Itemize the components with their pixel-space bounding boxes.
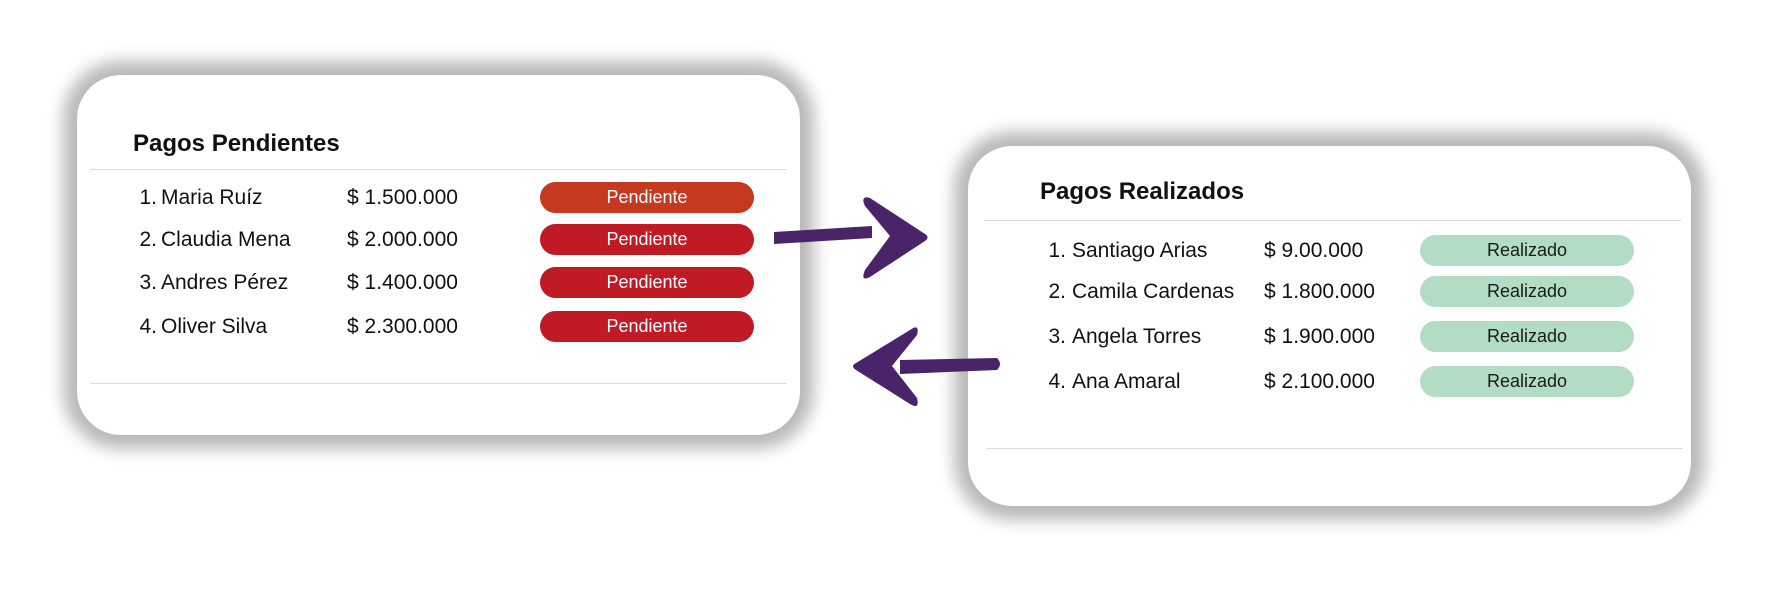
arrow-right-shaft xyxy=(774,226,872,244)
status-badge-completed[interactable]: Realizado xyxy=(1420,321,1634,352)
pending-card-divider-top xyxy=(90,169,787,170)
pending-row: 4. Oliver Silva $ 2.300.000 Pendiente xyxy=(77,311,800,343)
completed-row: 4. Ana Amaral $ 2.100.000 Realizado xyxy=(968,366,1691,398)
payment-amount: $ 1.800.000 xyxy=(1264,280,1375,303)
arrow-left-icon[interactable] xyxy=(840,318,1010,418)
status-badge-pending[interactable]: Pendiente xyxy=(540,267,754,298)
payer-name: Santiago Arias xyxy=(1072,239,1208,262)
pending-payments-card: Pagos Pendientes 1. Maria Ruíz $ 1.500.0… xyxy=(77,75,800,435)
row-index: 3. xyxy=(139,271,157,294)
arrow-right-icon[interactable] xyxy=(770,190,940,290)
payment-amount: $ 2.000.000 xyxy=(347,228,458,251)
payer-name: Claudia Mena xyxy=(161,228,291,251)
arrow-left-shaft xyxy=(900,358,1000,374)
status-badge-pending[interactable]: Pendiente xyxy=(540,224,754,255)
payment-amount: $ 1.400.000 xyxy=(347,271,458,294)
payment-amount: $ 2.300.000 xyxy=(347,315,458,338)
payer-name: Camila Cardenas xyxy=(1072,280,1235,303)
arrow-left-head xyxy=(853,327,918,406)
status-badge-pending[interactable]: Pendiente xyxy=(540,311,754,342)
pending-row: 3. Andres Pérez $ 1.400.000 Pendiente xyxy=(77,267,800,299)
payment-amount: $ 2.100.000 xyxy=(1264,370,1375,393)
status-badge-pending[interactable]: Pendiente xyxy=(540,182,754,213)
status-badge-completed[interactable]: Realizado xyxy=(1420,235,1634,266)
row-index: 4. xyxy=(139,315,157,338)
status-badge-completed[interactable]: Realizado xyxy=(1420,366,1634,397)
row-index: 4. xyxy=(1048,370,1066,393)
row-index: 1. xyxy=(1048,239,1066,262)
arrow-right-head xyxy=(863,197,928,279)
payer-name: Oliver Silva xyxy=(161,315,268,338)
pending-card-divider-bottom xyxy=(90,383,787,384)
payer-name: Angela Torres xyxy=(1072,325,1202,348)
row-index: 2. xyxy=(1048,280,1066,303)
payer-name: Andres Pérez xyxy=(161,271,289,294)
payer-name: Ana Amaral xyxy=(1072,370,1181,393)
pending-row: 1. Maria Ruíz $ 1.500.000 Pendiente xyxy=(77,182,800,214)
row-index: 1. xyxy=(139,186,157,209)
completed-payments-card: Pagos Realizados 1. Santiago Arias $ 9.0… xyxy=(968,146,1691,506)
status-badge-completed[interactable]: Realizado xyxy=(1420,276,1634,307)
completed-row: 1. Santiago Arias $ 9.00.000 Realizado xyxy=(968,235,1691,267)
row-index: 3. xyxy=(1048,325,1066,348)
payment-amount: $ 9.00.000 xyxy=(1264,239,1364,262)
completed-card-divider-top xyxy=(984,220,1681,221)
completed-row: 2. Camila Cardenas $ 1.800.000 Realizado xyxy=(968,276,1691,308)
payment-amount: $ 1.900.000 xyxy=(1264,325,1375,348)
completed-row: 3. Angela Torres $ 1.900.000 Realizado xyxy=(968,321,1691,353)
payer-name: Maria Ruíz xyxy=(161,186,263,209)
completed-card-divider-bottom xyxy=(986,448,1683,449)
row-index: 2. xyxy=(139,228,157,251)
pending-row: 2. Claudia Mena $ 2.000.000 Pendiente xyxy=(77,224,800,256)
completed-card-title: Pagos Realizados xyxy=(1040,178,1245,205)
pending-card-title: Pagos Pendientes xyxy=(133,130,340,157)
payment-amount: $ 1.500.000 xyxy=(347,186,458,209)
